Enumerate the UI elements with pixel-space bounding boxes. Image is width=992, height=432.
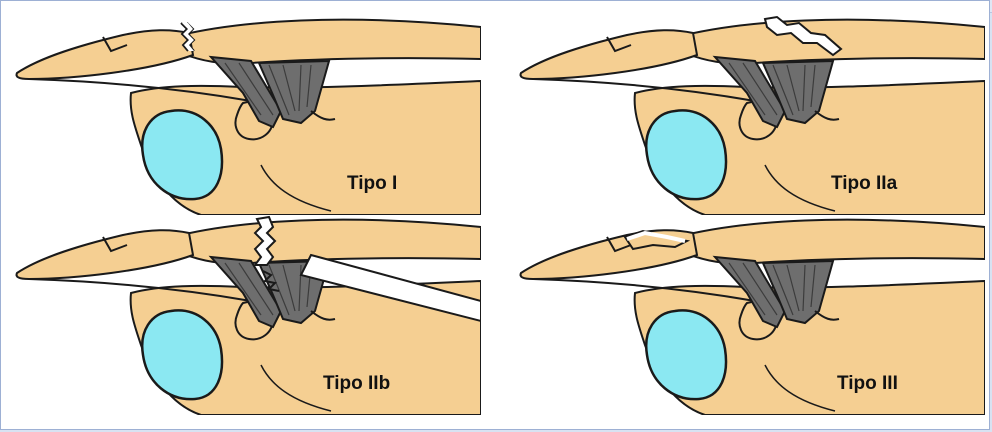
humeral-head (646, 110, 726, 199)
panel-tipo-3: Tipo III (515, 215, 985, 415)
acromion (521, 30, 698, 79)
panel-label: Tipo I (347, 173, 397, 195)
clavicle-fracture-type-2b-illustration (11, 215, 481, 415)
acromion (17, 230, 194, 279)
clavicle-fracture-type-1-illustration (11, 15, 481, 215)
panel-label: Tipo IIa (831, 173, 897, 195)
panel-tipo-2b: Tipo IIb (11, 215, 481, 415)
panel-label: Tipo III (837, 373, 898, 395)
clavicle (685, 20, 985, 64)
clavicle (181, 220, 481, 264)
clavicle-fracture-type-2a-illustration (515, 15, 985, 215)
panel-tipo-2a: Tipo IIa (515, 15, 985, 215)
humeral-head (142, 110, 222, 199)
panel-tipo-1: Tipo I (11, 15, 481, 215)
humeral-head (142, 310, 222, 399)
clavicle-fracture-type-3-illustration (515, 215, 985, 415)
humeral-head (646, 310, 726, 399)
panel-label: Tipo IIb (323, 373, 390, 395)
clavicle (181, 20, 481, 64)
acromion (17, 30, 194, 79)
clavicle (685, 220, 985, 264)
